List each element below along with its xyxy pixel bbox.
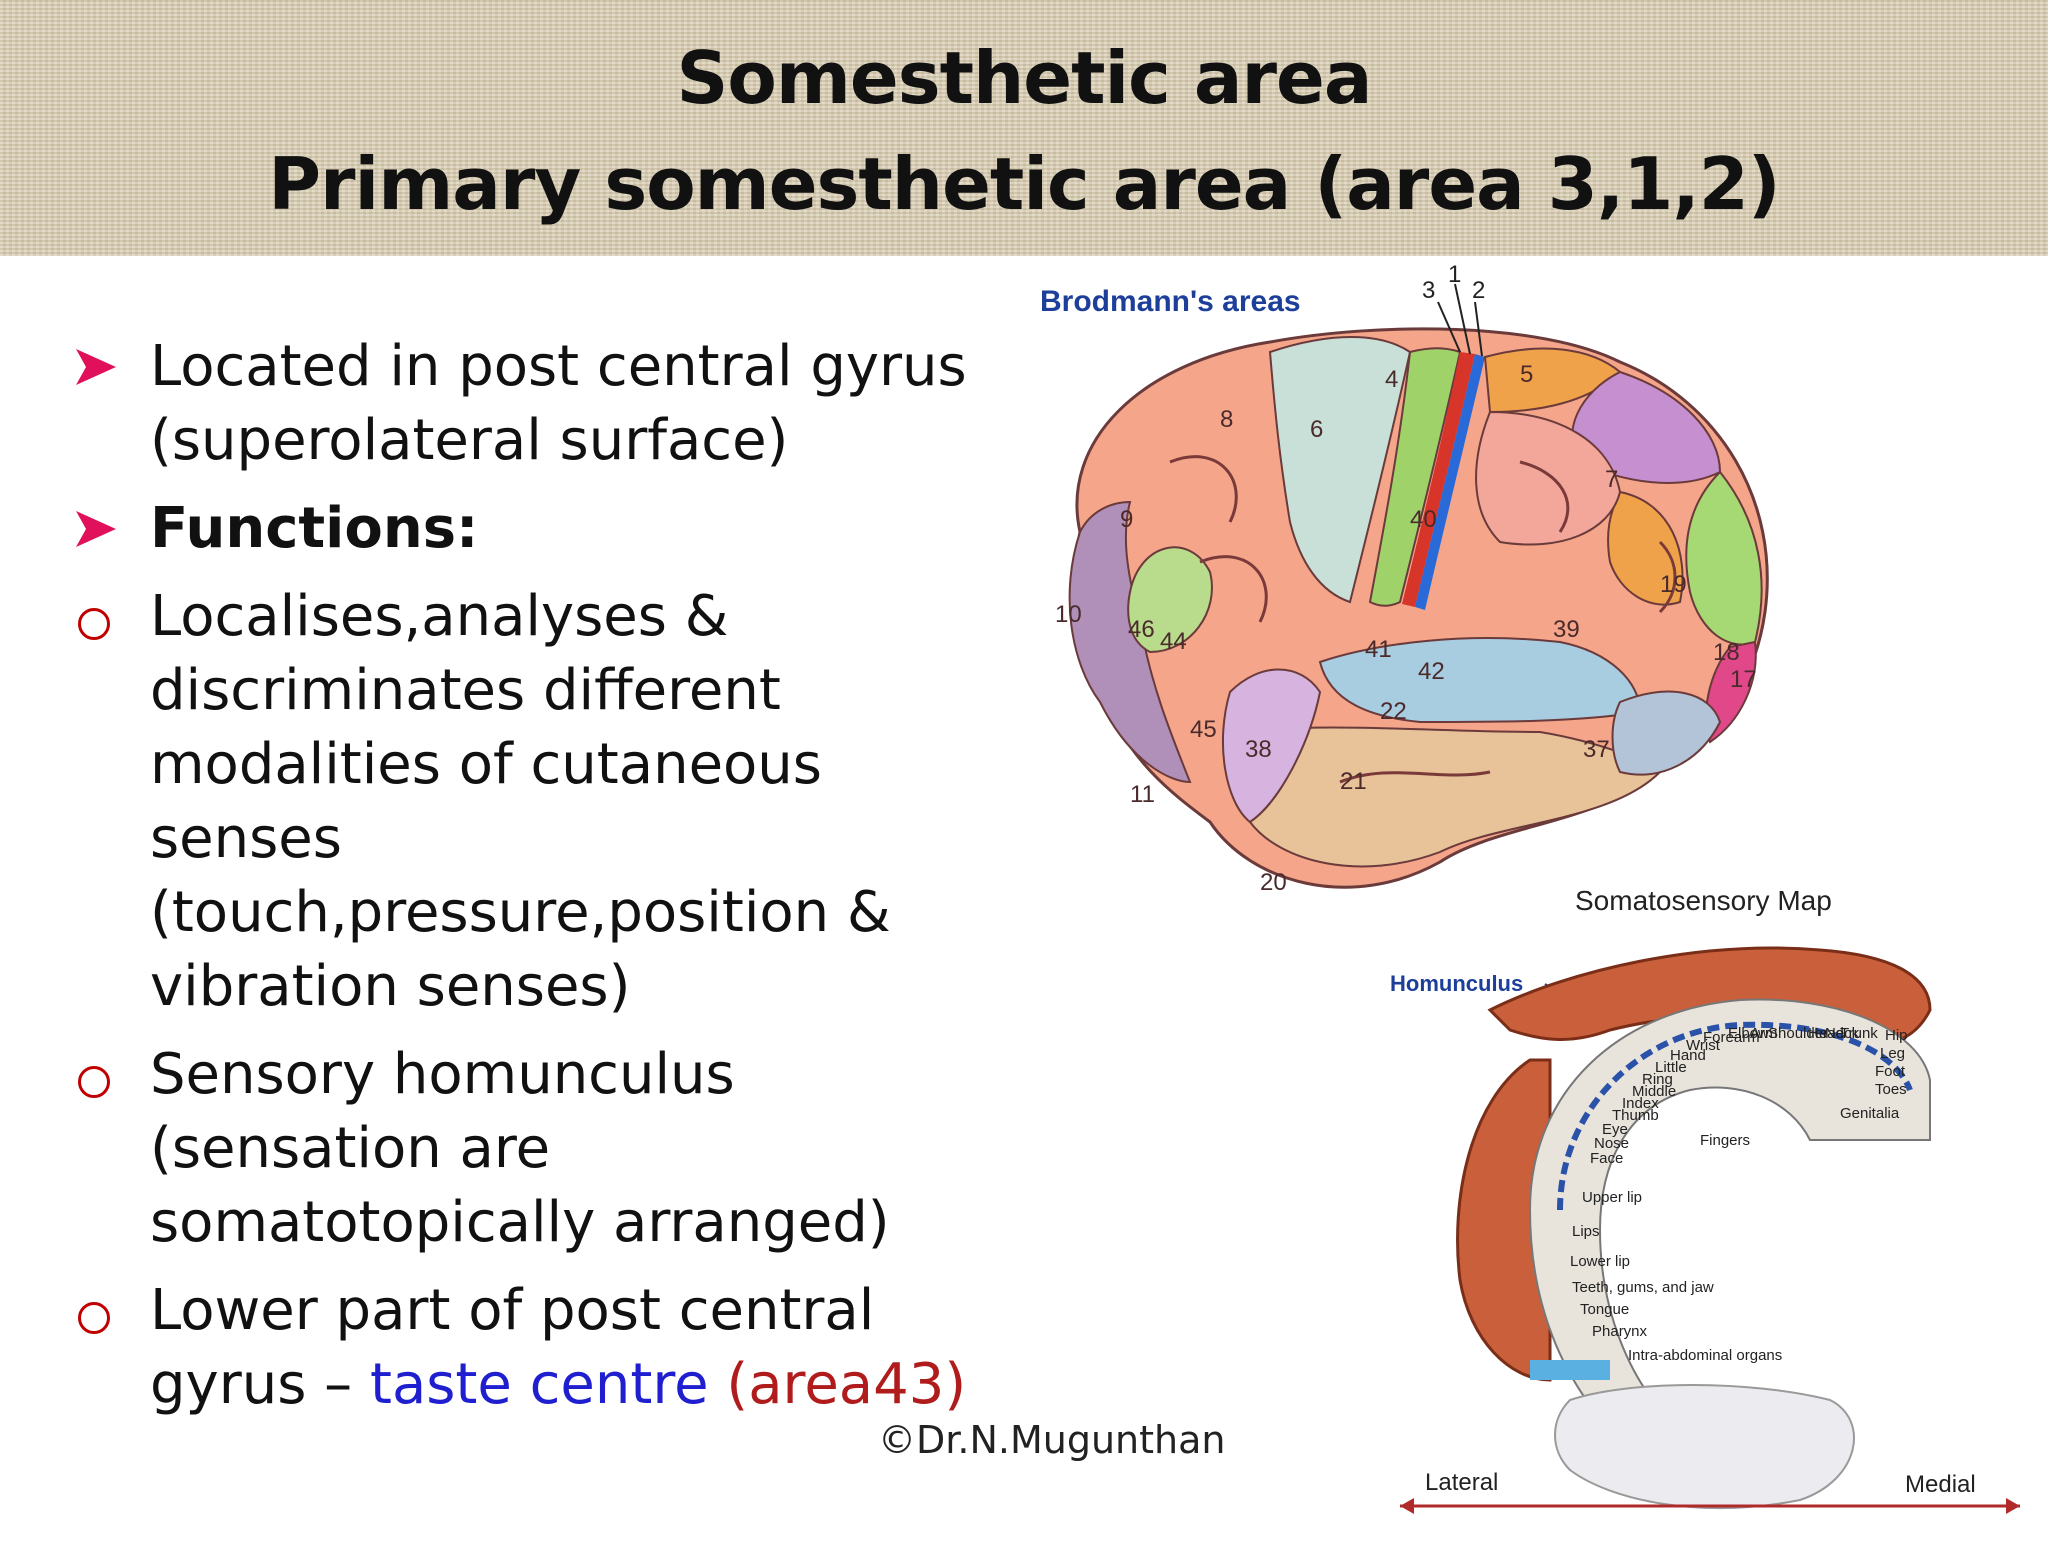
part-label: Arm bbox=[1750, 1025, 1778, 1042]
part-label: Lips bbox=[1572, 1223, 1600, 1240]
bullet-location-line2: (superolateral surface) bbox=[150, 408, 789, 473]
part-label: Index bbox=[1622, 1095, 1659, 1112]
taste-centre-label: taste centre bbox=[369, 1352, 709, 1417]
text-line: Localises,analyses & bbox=[150, 584, 729, 649]
area-label: 11 bbox=[1130, 781, 1155, 808]
bullet-localises: Localises,analyses & discriminates diffe… bbox=[70, 580, 970, 1024]
slide-subtitle: Primary somesthetic area (area 3,1,2) bbox=[268, 142, 1780, 226]
part-label: Elbow bbox=[1728, 1025, 1769, 1042]
area-label: 44 bbox=[1160, 628, 1187, 655]
brodmann-figure: Brodmann's areas bbox=[1020, 261, 1810, 922]
area-label: 17 bbox=[1730, 666, 1757, 693]
brain-diagram: Brodmann's areas bbox=[1040, 261, 1769, 896]
somatosensory-figure: Somatosensory Map Homunculus Hip Leg Foo… bbox=[1370, 880, 2048, 1536]
area-label: 21 bbox=[1340, 768, 1367, 795]
part-label: Ring bbox=[1642, 1071, 1673, 1088]
arrow-bullet-icon bbox=[70, 492, 130, 566]
circle-bullet-icon bbox=[78, 608, 110, 640]
part-label: Tongue bbox=[1580, 1301, 1629, 1318]
slide-title: Somesthetic area bbox=[676, 36, 1373, 120]
part-label: Leg bbox=[1880, 1045, 1905, 1062]
homunculus-diagram: Somatosensory Map Homunculus Hip Leg Foo… bbox=[1390, 885, 2020, 1514]
arrow-bullet-icon bbox=[70, 330, 130, 404]
text-line: gyrus – taste centre (area43) bbox=[150, 1348, 970, 1422]
part-label: Eye bbox=[1602, 1121, 1628, 1138]
bullet-homunculus: Sensory homunculus (sensation are somato… bbox=[70, 1038, 970, 1260]
part-label: Nose bbox=[1594, 1135, 1629, 1152]
area-43-label: (area43) bbox=[708, 1352, 967, 1417]
text-line: senses bbox=[150, 806, 342, 871]
area-label: 46 bbox=[1128, 616, 1155, 643]
somatosensory-title: Somatosensory Map bbox=[1575, 885, 1832, 916]
part-label: Genitalia bbox=[1840, 1105, 1900, 1122]
text-line: discriminates different bbox=[150, 658, 781, 723]
functions-heading: Functions: bbox=[150, 496, 479, 561]
part-label: Little bbox=[1655, 1059, 1687, 1076]
bullet-taste: Lower part of post central gyrus – taste… bbox=[70, 1274, 970, 1422]
area-label: 9 bbox=[1120, 506, 1133, 533]
part-label: Hip bbox=[1885, 1027, 1908, 1044]
part-label: Head bbox=[1808, 1025, 1844, 1042]
area-label: 5 bbox=[1520, 361, 1533, 388]
area-label: 18 bbox=[1713, 639, 1740, 666]
area-label: 10 bbox=[1055, 601, 1082, 628]
area-label: 4 bbox=[1385, 366, 1398, 393]
part-label: Upper lip bbox=[1582, 1189, 1642, 1206]
part-label: Pharynx bbox=[1592, 1323, 1648, 1340]
part-label: Foot bbox=[1875, 1063, 1906, 1080]
area-2-label: 2 bbox=[1472, 277, 1485, 304]
part-label: Intra-abdominal organs bbox=[1628, 1347, 1782, 1364]
part-label: Middle bbox=[1632, 1083, 1676, 1100]
part-label: Trunk bbox=[1840, 1025, 1878, 1042]
brodmann-title: Brodmann's areas bbox=[1040, 285, 1301, 318]
axis-lateral-label: Lateral bbox=[1425, 1469, 1498, 1496]
text-line: Lower part of post central bbox=[150, 1278, 875, 1343]
area-label: 8 bbox=[1220, 406, 1233, 433]
area-label: 40 bbox=[1410, 506, 1437, 533]
bullet-functions: Functions: bbox=[70, 492, 970, 566]
area-label: 20 bbox=[1260, 869, 1287, 896]
area-label: 39 bbox=[1553, 616, 1580, 643]
part-label: Forearm bbox=[1703, 1029, 1760, 1046]
area-1-label: 1 bbox=[1448, 262, 1461, 288]
copyright: ©Dr.N.Mugunthan bbox=[878, 1418, 1226, 1462]
part-label: Toes bbox=[1875, 1081, 1907, 1098]
part-label: Lower lip bbox=[1570, 1253, 1630, 1270]
part-label: Shoulder bbox=[1768, 1025, 1828, 1042]
part-label: Wrist bbox=[1686, 1037, 1721, 1054]
area-label: 45 bbox=[1190, 716, 1217, 743]
area-label: 19 bbox=[1660, 571, 1687, 598]
part-label: Face bbox=[1590, 1150, 1623, 1167]
circle-bullet-icon bbox=[78, 1066, 110, 1098]
bullet-location: Located in post central gyrus (superolat… bbox=[70, 330, 970, 478]
fingers-label: Fingers bbox=[1700, 1132, 1750, 1149]
circle-bullet-icon bbox=[78, 1302, 110, 1334]
part-label: Teeth, gums, and jaw bbox=[1572, 1279, 1714, 1296]
area-label: 41 bbox=[1365, 636, 1392, 663]
text-line: modalities of cutaneous bbox=[150, 732, 822, 797]
text-line: vibration senses) bbox=[150, 954, 631, 1019]
text-line: somatotopically arranged) bbox=[150, 1190, 890, 1255]
part-label: Hand bbox=[1670, 1047, 1706, 1064]
taste-prefix: gyrus – bbox=[150, 1352, 370, 1417]
area-label: 6 bbox=[1310, 416, 1323, 443]
homunculus-pointer-label: Homunculus bbox=[1390, 971, 1523, 996]
area-label: 7 bbox=[1605, 466, 1618, 493]
text-line: (sensation are bbox=[150, 1116, 551, 1181]
area-label: 42 bbox=[1418, 658, 1445, 685]
bullet-location-line1: Located in post central gyrus bbox=[150, 334, 967, 399]
text-line: (touch,pressure,position & bbox=[150, 880, 891, 945]
area-label: 37 bbox=[1583, 736, 1610, 763]
part-label: Thumb bbox=[1612, 1107, 1659, 1124]
bullet-list: Located in post central gyrus (superolat… bbox=[70, 330, 970, 1436]
title-banner bbox=[0, 0, 2048, 256]
area-3-label: 3 bbox=[1422, 277, 1435, 304]
part-label: Neck bbox=[1825, 1025, 1860, 1042]
area-label: 22 bbox=[1380, 698, 1407, 725]
area-label: 38 bbox=[1245, 736, 1272, 763]
text-line: Sensory homunculus bbox=[150, 1042, 735, 1107]
axis-medial-label: Medial bbox=[1905, 1471, 1976, 1498]
